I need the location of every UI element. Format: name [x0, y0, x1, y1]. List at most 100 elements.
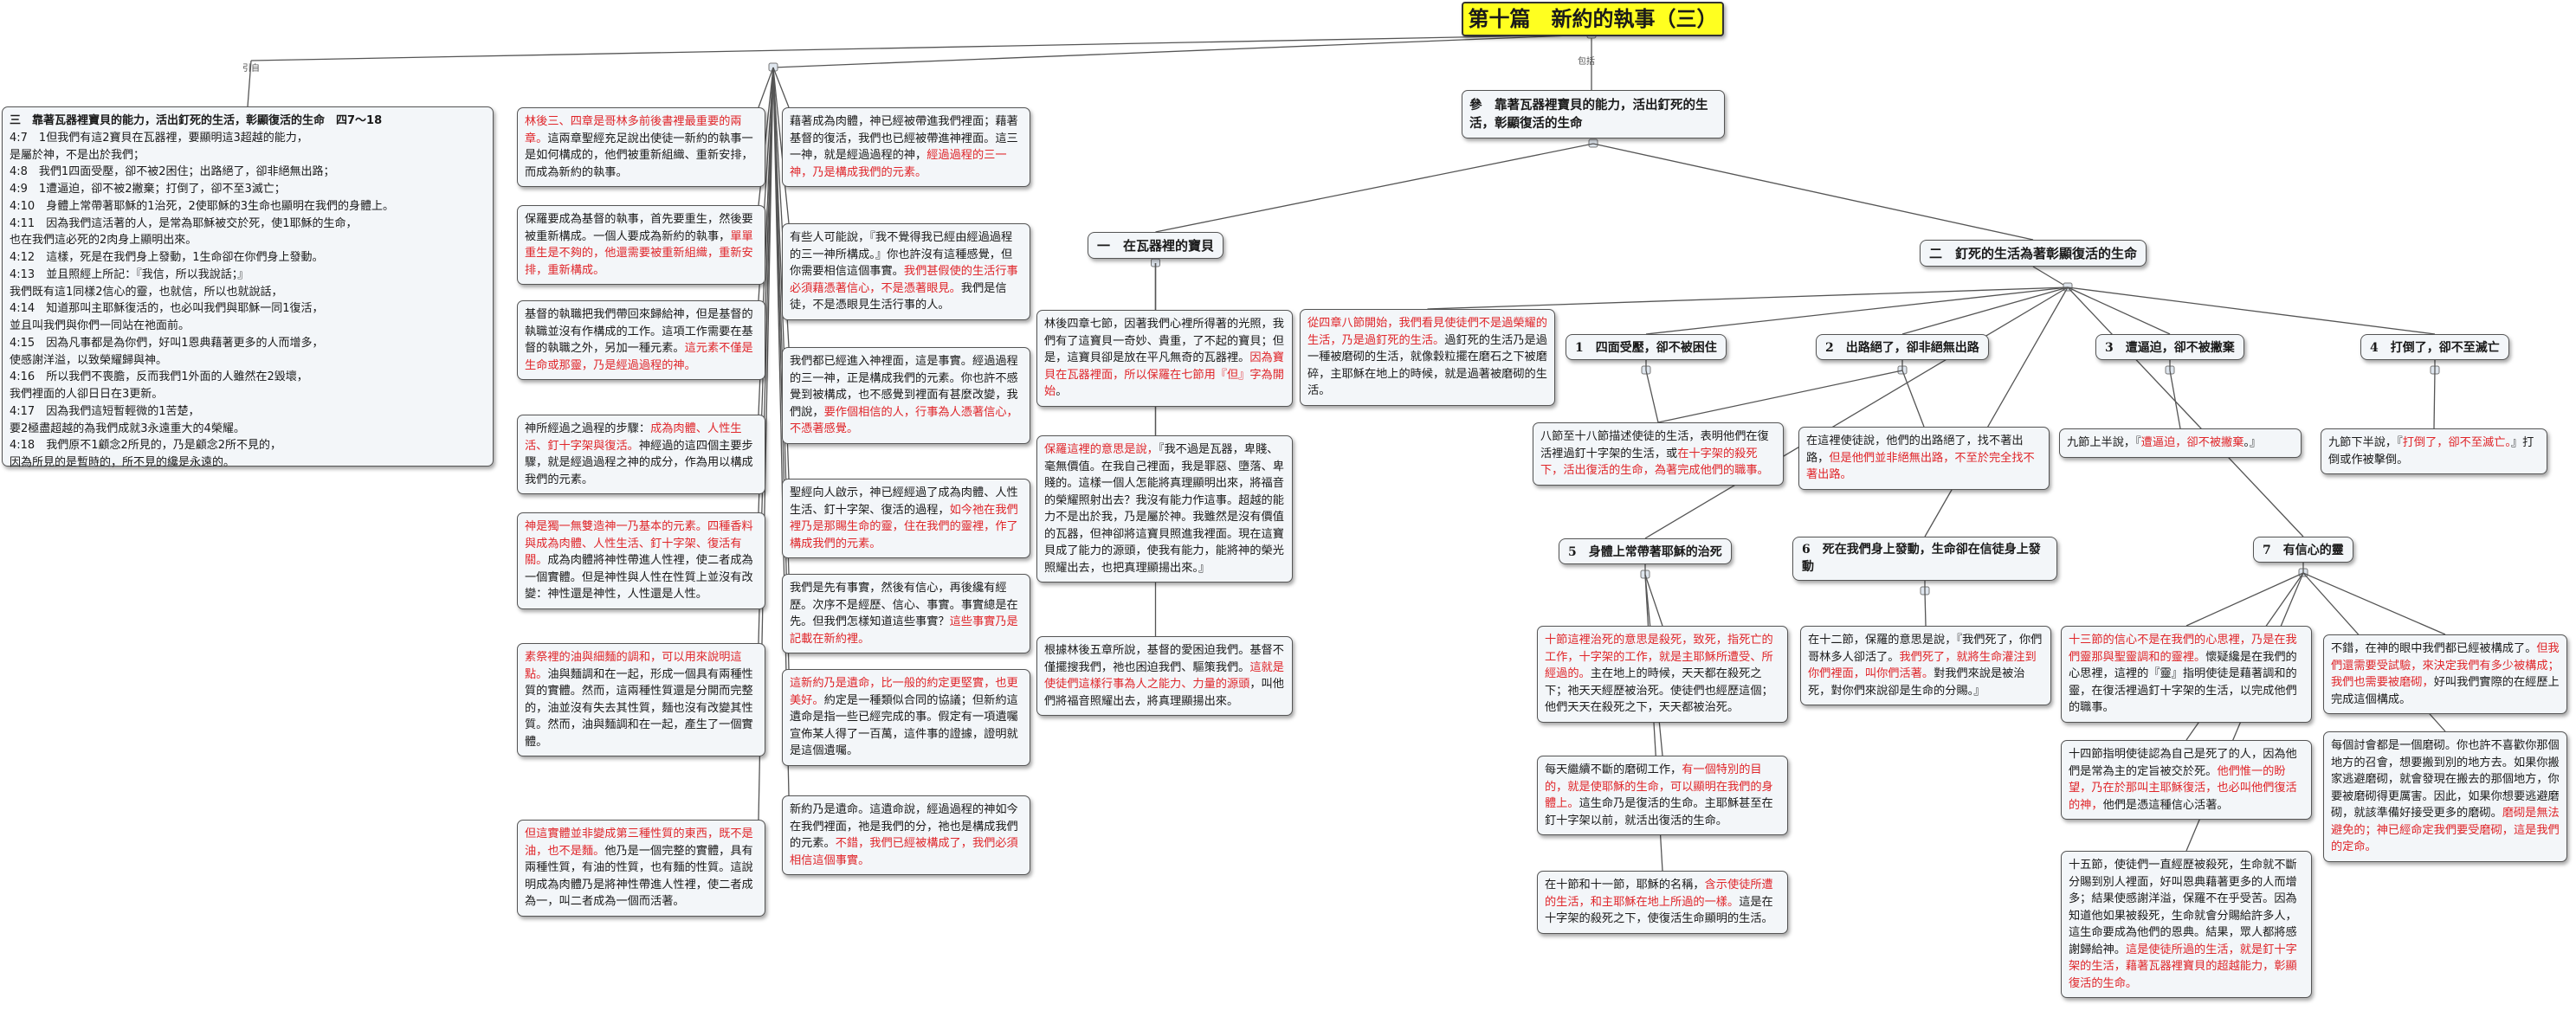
- note-node[interactable]: 有些人可能說，『我不覺得我已經由經過過程的三一神所構成。』你也許沒有這種感覺，但…: [782, 223, 1030, 320]
- note-node[interactable]: 藉著成為肉體，神已經被帶進我們裡面；藉著基督的復活，我們也已經被帶進神裡面。這三…: [782, 107, 1030, 188]
- note-node[interactable]: 九節下半說，『打倒了，卻不至滅亡。』打倒或作被擊倒。: [2321, 428, 2547, 475]
- note-text: 使徒是藉著調和的靈，在復活裡過釘十: [2069, 667, 2297, 698]
- note-node[interactable]: 林後四章七節，因著我們心裡所得著的光照，我們有了這寶貝一奇妙、貴重，了不起的寶貝…: [1036, 310, 1293, 407]
- note-text: 們在復活裡過釘十字架的生活，或: [1540, 430, 1769, 460]
- note-text: 的執事，: [684, 229, 731, 243]
- quote-heading: 三 靠著瓦器裡寶貝的能力，活出釘死的生活，彰顯復活的生命 四7～18: [10, 114, 383, 127]
- highlight-text: 打倒了，卻不至滅亡。: [2402, 436, 2511, 449]
- highlight-text: 單單重生是不夠的，他還需要: [525, 229, 753, 261]
- note-node[interactable]: 聖經向人啟示，神已經經過了成為肉體、人性生活、釘十字架、復活的過程，如今祂在我們…: [782, 479, 1030, 559]
- note-text: 者成為一個而活著。: [581, 895, 685, 909]
- note-text: 去。如果你搬家逃避磨砌，就會發現在: [2331, 756, 2560, 787]
- subtopic-7[interactable]: 7 有信心的靈: [2253, 537, 2353, 563]
- highlight-text: 們甚假使的生活行事必須藉憑著信心，: [790, 265, 1018, 295]
- note-text: 釘死的生活乃是過一種被磨砌的生活，: [1307, 333, 1547, 364]
- note-text: 在十節和十一節，耶穌的名稱，: [1545, 879, 1705, 891]
- central-title[interactable]: 第十篇 新約的執事（三）: [1462, 2, 1724, 36]
- note-text: 是罪惡、墮落、卑賤的。這樣一個人怎: [1044, 460, 1284, 491]
- highlight-text: 十三節的信心不是在我們的心思裡，乃: [2069, 634, 2263, 647]
- link-label-bao: 包括: [1578, 57, 1595, 67]
- note-node[interactable]: 八節至十八節描述使徒的生活，表明他們在復活裡過釘十字架的生活，或在十字架的殺死下…: [1533, 422, 1784, 486]
- note-text: 聖經向人啟示，神已經經過了成為肉體: [790, 486, 985, 499]
- subtopic-2[interactable]: 2 出路絕了，卻非絕無出路: [1816, 334, 1989, 360]
- note-node[interactable]: 林後三、四章是哥林多前後書裡最重要的兩章。這兩章聖經充足說出使徒一新約的執事一是…: [517, 107, 765, 188]
- note-node[interactable]: 我們是先有事實，然後有信心，再後纔有經歷。次序不是經歷、信心、事實。事實總是在先…: [782, 574, 1030, 654]
- highlight-text: 過榮耀的生活，乃是過釘死的生活。: [1307, 317, 1547, 347]
- note-node[interactable]: 不錯，在神的眼中我們都已經被構成了。但我們還需要受試驗，來決定我們有多少被構成；…: [2323, 634, 2567, 715]
- note-text: 神。: [2102, 943, 2126, 956]
- subtopic-1[interactable]: 1 四面受壓，卻不被困住: [1566, 334, 1727, 360]
- note-node[interactable]: 新約乃是遺命。這遺命說，經過過程的神如今在我們裡面，祂是我們的分，祂也是構成我們…: [782, 795, 1030, 876]
- note-node[interactable]: 十三節的信心不是在我們的心思裡，乃是在我們靈那與聖靈調和的靈裡。懷疑纔是在我們的…: [2061, 626, 2312, 723]
- note-text: 。: [1319, 384, 1331, 398]
- branch-treasure-in-vessel[interactable]: 一 在瓦器裡的寶貝: [1088, 232, 1224, 259]
- note-text: 四個主要步驟，就是經過過程之神的成: [525, 439, 753, 470]
- connector: [772, 67, 790, 108]
- note-node[interactable]: 這新約乃是遺命，比一般的約定更堅實，也更美好。約定是一種類似合同的協議；但新約這…: [782, 669, 1030, 766]
- note-node[interactable]: 基督的執職把我們帶回來歸給神，但是基督的執職並沒有作構成的工作。這項工作需要在基…: [517, 300, 765, 381]
- note-text: 這是在十字架的殺死之下，使復: [1545, 895, 1773, 926]
- note-node[interactable]: 素祭裡的油與細麵的調和，可以用來說明這點。油與麵調和在一起，形成一個具有兩種性質…: [517, 643, 765, 757]
- connector: [2302, 572, 2446, 635]
- note-node[interactable]: 十五節，使徒們一直經歷被殺死，生命就不斷分賜到別人裡面，好叫恩典藉著更多的人而增…: [2061, 851, 2312, 999]
- highlight-text: 被重新組織，重新安排，重新構成。: [525, 247, 753, 277]
- highlight-text: 香料與成為肉體、人性生活、釘十字架: [525, 520, 753, 550]
- note-node[interactable]: 在十節和十一節，耶穌的名稱，含示使徒所遭的生活，和主耶穌在地上所過的一樣。這是在…: [1537, 871, 1788, 934]
- note-text: 』打倒或作被擊倒。: [2328, 436, 2534, 467]
- note-text: 與麵調和在一起，產生了一個實體。: [525, 718, 753, 749]
- note-text: 萬，這件事的證據，證明就是這個遺囑: [790, 727, 1018, 758]
- subtopic-4[interactable]: 4 打倒了，卻不至滅亡: [2360, 334, 2509, 360]
- note-text: 成為肉體將神性帶進人性: [547, 554, 674, 568]
- note-node[interactable]: 保羅這裡的意思是說，『我不過是瓦器，卑賤、毫無價值。在我自己裡面，我是罪惡、墮落…: [1036, 435, 1293, 583]
- verse-line: 4:15 因為凡事都是為你們，好叫1恩典藉著更多的人而增多，: [10, 336, 324, 350]
- highlight-text: 在我們的身體上。: [1545, 780, 1773, 811]
- connector: [1924, 590, 1927, 627]
- note-node[interactable]: 九節上半說，『遭逼迫，卻不被撇棄。』: [2059, 428, 2302, 458]
- highlight-text: 死亡的工作，十字架的工作，就是主耶穌: [1545, 634, 1773, 664]
- note-node[interactable]: 十節這裡治死的意思是殺死，致死，指死亡的工作，十字架的工作，就是主耶穌所遭受、所…: [1537, 626, 1788, 723]
- note-text: 活生命顯明的生活。: [1670, 912, 1773, 926]
- highlight-text: 的兩章。: [525, 115, 742, 145]
- subtopic-5[interactable]: 5 身體上常帶著耶穌的治死: [1559, 538, 1732, 564]
- note-node[interactable]: 保羅要成為基督的執事，首先要重生，然後要被重新構成。一個人要成為新約的執事，單單…: [517, 205, 765, 286]
- note-text: 過過程的三一神所構成。』你也許沒有: [790, 231, 1013, 261]
- connector: [1645, 370, 1659, 423]
- note-node[interactable]: 十四節指明使徒認為自己是死了的人，因為他們是常為主的定旨被交於死。他們惟一的盼望…: [2061, 740, 2312, 821]
- note-node[interactable]: 在這裡使徒說，他們的出路絕了，找不著出路，但是他們並非絕無出路，不至於完全找不著…: [1798, 427, 2050, 490]
- note-text: 也有麵的性質。這說明成為肉體乃是將: [525, 861, 753, 891]
- note-text: 種元素。: [638, 342, 685, 356]
- note-node[interactable]: 從四章八節開始，我們看見使徒們不是過榮耀的生活，乃是過釘死的生活。過釘死的生活乃…: [1300, 309, 1555, 406]
- connector: [1644, 574, 1663, 627]
- note-text: 神如今在我們裡面，祂是我們的分，祂: [790, 803, 1018, 834]
- highlight-text: 這些事實乃是記載在新約裡。: [790, 615, 1018, 646]
- note-node[interactable]: 根據林後五章所說，基督的愛困迫我們。基督不僅擺搜我們，祂也困迫我們、驅策我們。這…: [1036, 636, 1293, 717]
- highlight-text: 但這實體並非變成第三種性質的東西，: [525, 827, 720, 840]
- note-text: 新約乃是遺命。這遺命說，經過過程的: [790, 803, 985, 816]
- note-text: 有經歷。次序不是經歷、信心、事實。: [790, 582, 1007, 612]
- connector: [2067, 286, 2304, 537]
- note-text: 了不起的寶貝；但是，這寶貝卻是放在: [1044, 334, 1284, 365]
- note-text: 組織、重新安排，而成為新約的執事。: [525, 149, 753, 179]
- note-text: 出去？我沒有能力作這事。超越的能力: [1044, 493, 1284, 525]
- note-node[interactable]: 在十二節，保羅的意思是說，『我們死了，你們哥林多人卻活了。我們死了，就將生命灌注…: [1800, 626, 2051, 706]
- main-topic-node[interactable]: 參 靠著瓦器裡寶貝的能力，活出釘死的生活，彰顯復活的生命: [1462, 90, 1725, 139]
- note-node[interactable]: 但這實體並非變成第三種性質的東西，既不是油，也不是麵。他乃是一個完整的實體，具有…: [517, 820, 765, 917]
- verse-line: 4:10 身體上常帶著耶穌的1治死，2使耶穌的3生命也顯明在我們的身體上。: [10, 199, 395, 213]
- verse-line: 也在我們這必死的2肉身上顯明出來。: [10, 234, 197, 248]
- scripture-quote-node[interactable]: 三 靠著瓦器裡寶貝的能力，活出釘死的生活，彰顯復活的生命 四7～18 4:7 1…: [2, 106, 494, 469]
- note-node[interactable]: 神所經過之過程的步驟：成為肉體、人性生活、釘十字架與復活。神經過的這四個主要步驟…: [517, 415, 765, 495]
- note-text: 平凡無奇的瓦器裡。: [1146, 351, 1250, 365]
- highlight-text: ，也更美好。: [790, 677, 1018, 707]
- subtopic-3[interactable]: 3 遭逼迫，卻不被撇棄: [2095, 334, 2244, 360]
- connector: [772, 67, 790, 224]
- note-text: 十五節，使徒們一直經歷被殺死，生命就: [2069, 859, 2275, 872]
- note-node[interactable]: 每天繼續不斷的磨砌工作，有一個特別的目的，就是使耶穌的生命，可以顯明在我們的身體…: [1537, 756, 1788, 836]
- highlight-text: 之能力、力量的源頭: [1146, 678, 1250, 692]
- note-node[interactable]: 每個討會都是一個磨砌。你也許不喜歡你那個地方的召會，想要搬到別的地方去。如果你搬…: [2323, 731, 2567, 862]
- note-text: 準備好接受更多的磨砌。: [2376, 807, 2502, 821]
- subtopic-6[interactable]: 6 死在我們身上發動，生命卻在信徒身上發動: [1792, 537, 2057, 581]
- note-node[interactable]: 神是獨一無雙造神一乃基本的元素。四種香料與成為肉體、人性生活、釘十字架、復活有關…: [517, 512, 765, 609]
- branch-crucified-life[interactable]: 二 釘死的生活為著彰顯復活的生命: [1920, 240, 2147, 267]
- note-node[interactable]: 我們都已經進入神裡面，這是事實。經過過程的三一神，正是構成我們的元素。你也許不感…: [782, 347, 1030, 444]
- note-text: 我們是先有事實，然後有信心，再後纔: [790, 582, 985, 595]
